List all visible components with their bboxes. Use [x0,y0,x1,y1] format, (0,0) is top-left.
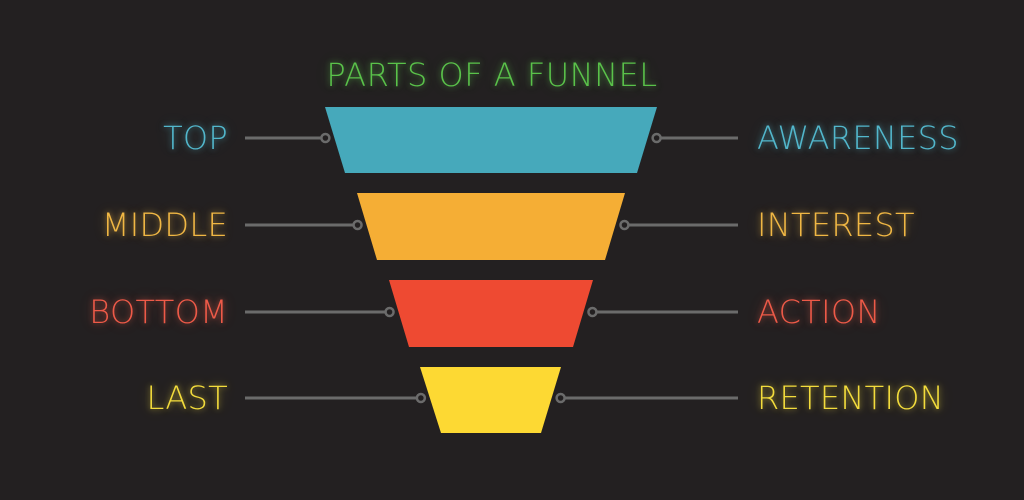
stage-top-right-label: AWARENESS [757,119,959,157]
connector-right-dot-middle [619,219,630,231]
stage-top-left-label: TOP [163,119,228,157]
funnel-band-top [325,107,657,173]
connector-left-dot-bottom [384,306,395,318]
connector-left-dot-middle [352,219,363,231]
stage-last-left-label: LAST [146,379,228,417]
stage-middle-right-label: INTEREST [757,206,915,244]
connector-right-dot-last [555,392,566,404]
funnel-band-last [420,367,561,433]
connector-right-dot-bottom [587,306,598,318]
connector-left-dot-last [415,392,427,404]
funnel-band-middle [357,193,625,260]
funnel-band-bottom [389,280,593,347]
stage-last-right-label: RETENTION [757,379,944,417]
stage-middle-left-label: MIDDLE [101,206,228,244]
diagram-title: PARTS OF A FUNNEL [326,56,658,94]
stage-bottom-left-label: BOTTOM [89,293,228,331]
stage-bottom-right-label: ACTION [757,293,881,331]
connector-right-dot-top [651,132,662,144]
connector-left-dot-top [320,132,331,144]
